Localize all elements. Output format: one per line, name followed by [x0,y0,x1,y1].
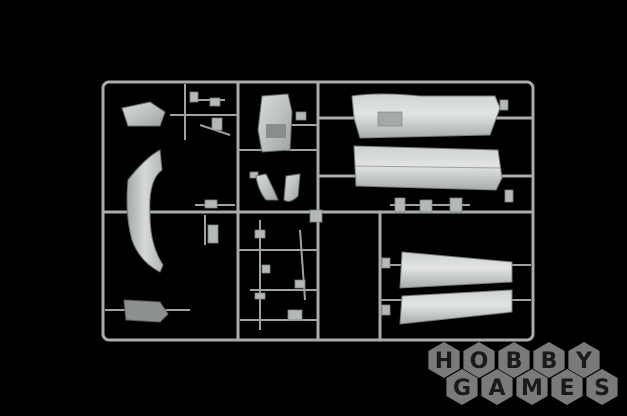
sprue-small-parts [189,91,514,321]
part-wedge-upper [399,251,513,289]
part-side-panel-upper [351,93,501,139]
watermark-hexagon [498,342,530,378]
watermark-hexagon [516,369,548,405]
part-bottom-left-bracket [123,299,169,323]
watermark-hexagon [463,342,495,378]
watermark-hexagon [481,369,513,405]
watermark-hexagon [551,369,583,405]
watermark-hexagon [446,369,478,405]
part-fender [126,149,164,273]
watermark-hexagon [428,342,460,378]
part-center-curves [255,173,301,202]
watermark-hexagon [586,369,618,405]
part-center-box [257,93,293,153]
watermark-hexagon [533,342,565,378]
watermark-hexagon [568,342,600,378]
part-wedge-lower [399,289,513,325]
part-top-left-bracket [121,101,166,127]
part-side-panel-lower [353,145,503,191]
